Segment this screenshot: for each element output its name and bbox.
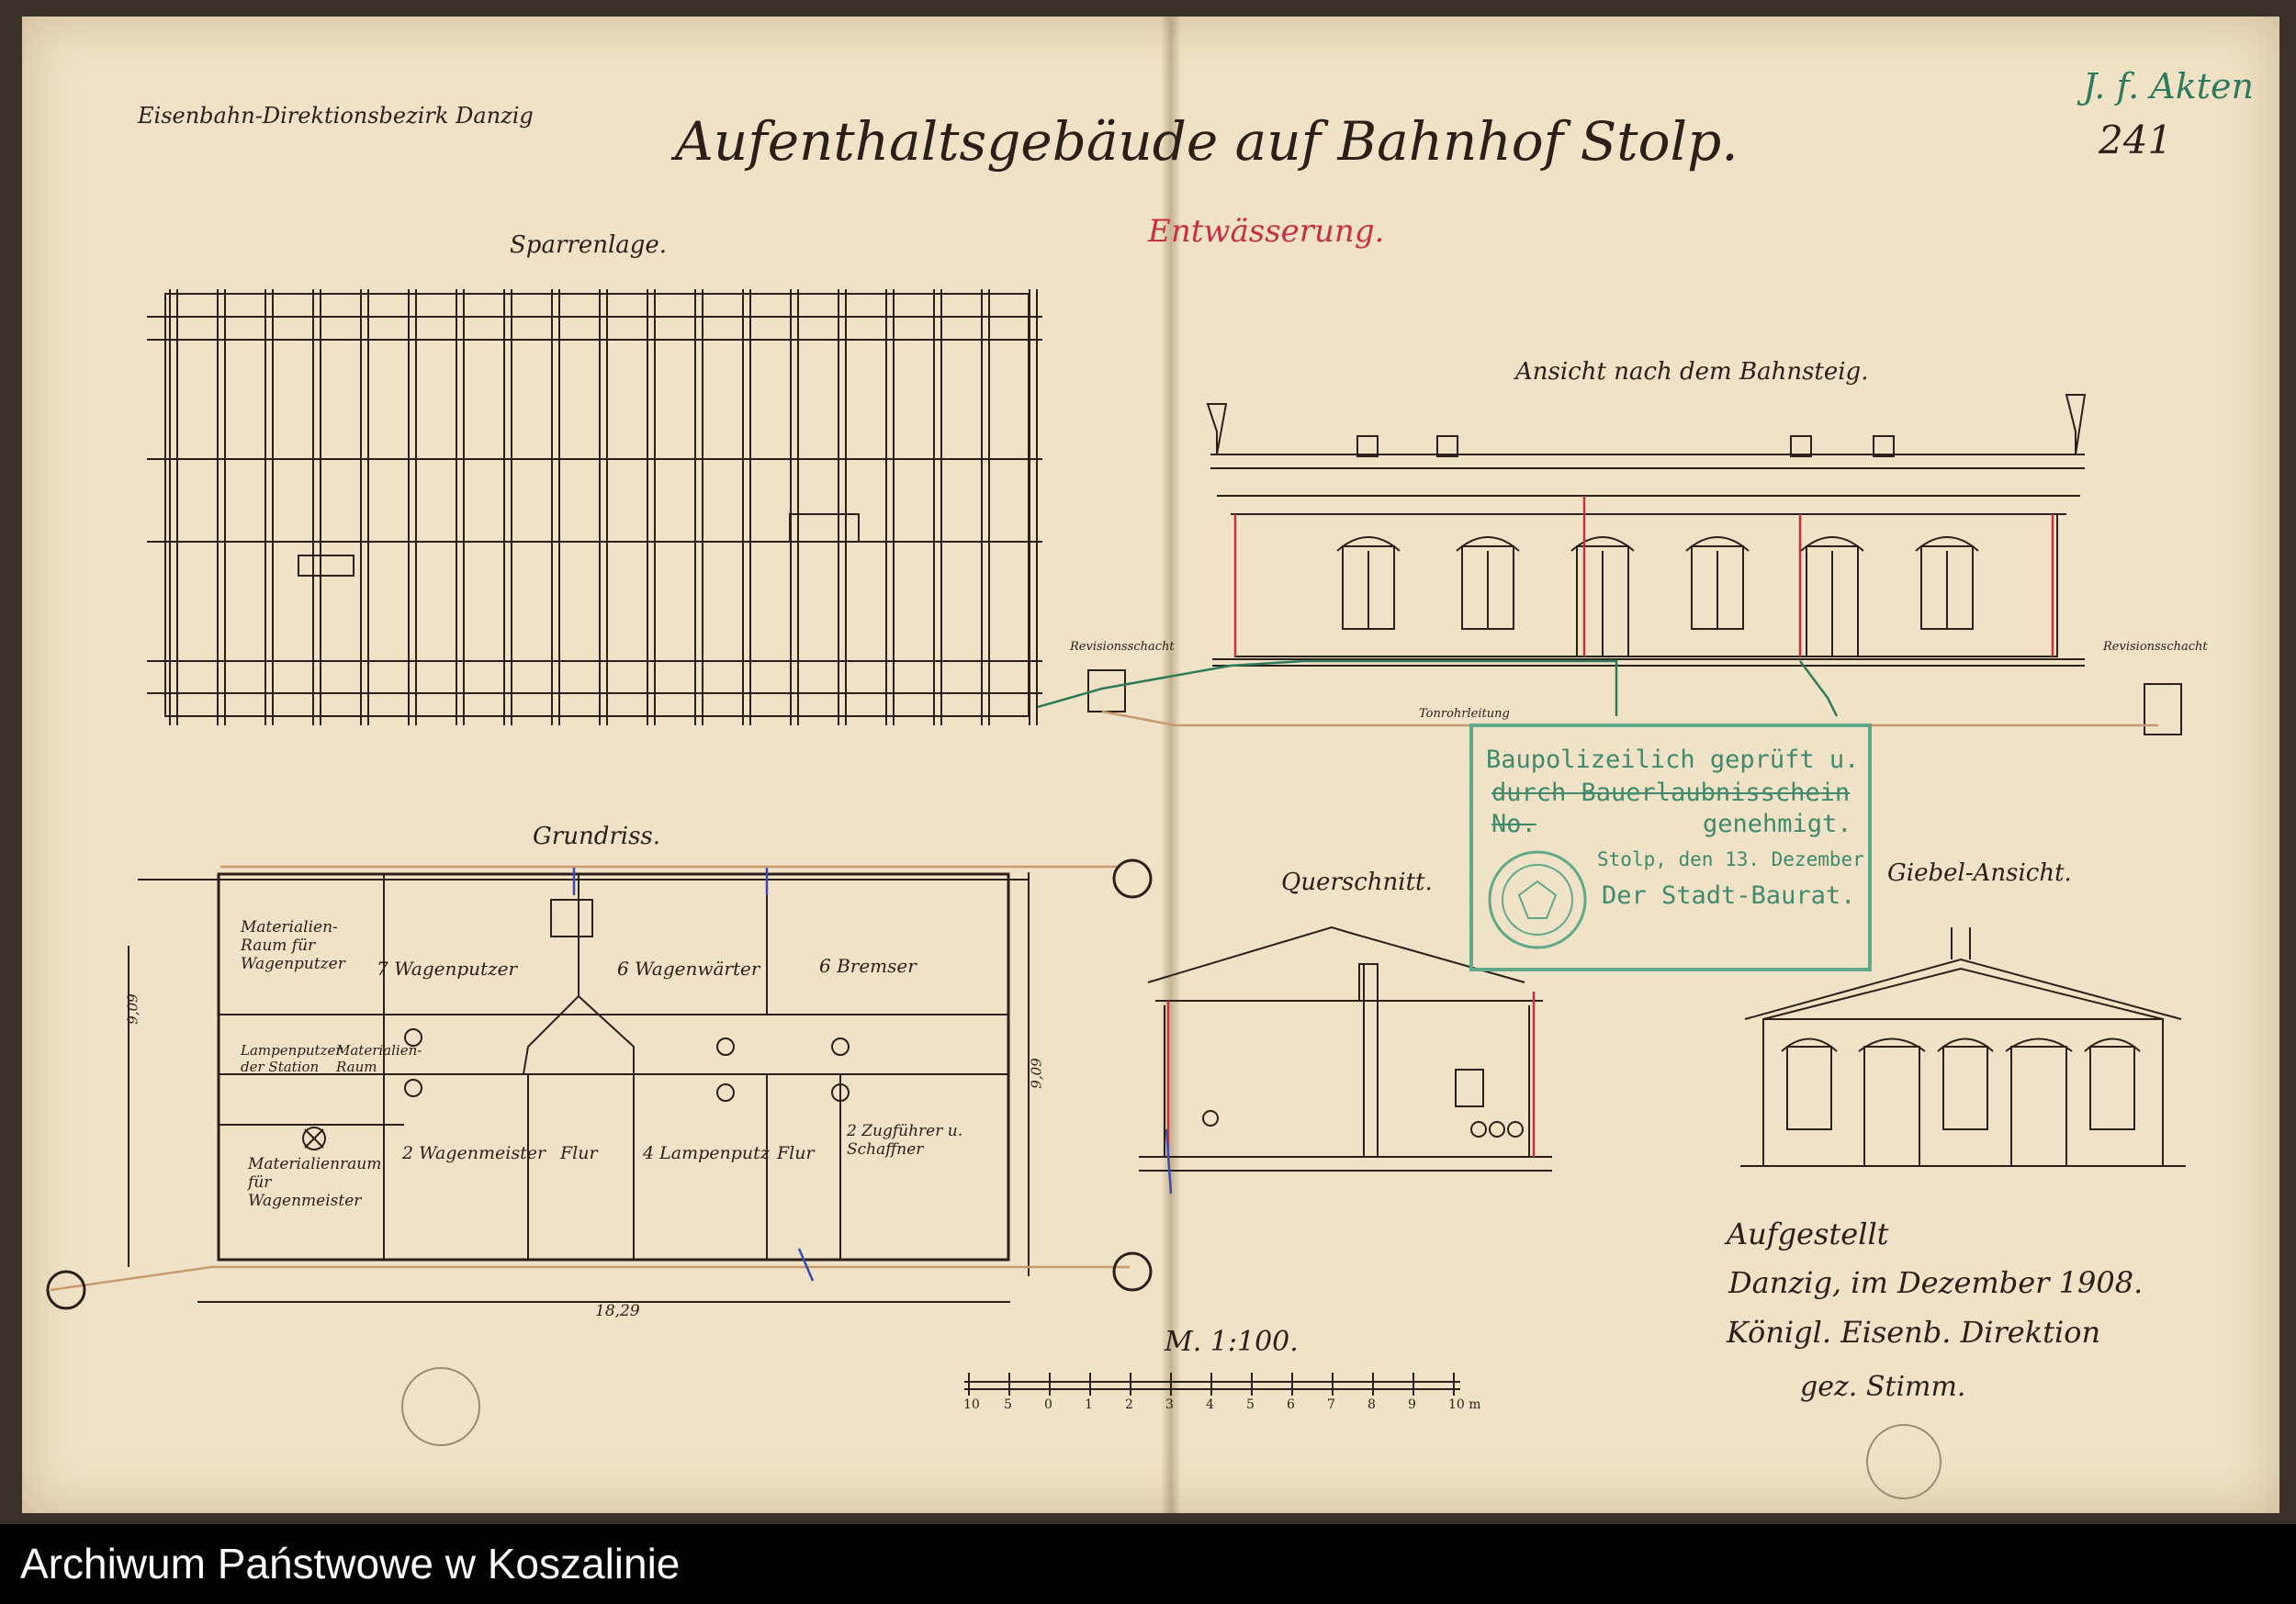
archive-name: Archiwum Państwowe w Koszalinie: [20, 1540, 681, 1587]
signature-line: Aufgestellt: [1727, 1217, 1889, 1251]
archive-note: J. f. Akten: [2083, 66, 2255, 107]
platform-elevation: [1087, 394, 2182, 735]
window-arch: [1915, 536, 1979, 552]
drawing-paper: [22, 17, 2279, 1513]
gable-door: [1863, 1046, 1920, 1167]
scale-tick-label: 10: [963, 1397, 980, 1412]
gable-window: [1942, 1046, 1988, 1130]
room-label: 4 Lampenputz: [643, 1143, 770, 1163]
revision-shaft-label: Revisionsschacht: [2103, 640, 2208, 654]
room-label: Materialienraum für Wagenmeister: [248, 1155, 382, 1210]
drainage-label: Entwässerung.: [1148, 213, 1385, 250]
gable-arch: [2084, 1038, 2141, 1052]
signature-line: Danzig, im Dezember 1908.: [1728, 1265, 2144, 1300]
gable-window: [2089, 1046, 2135, 1130]
gable-elevation: [1740, 927, 2186, 1167]
approval-stamp: Baupolizeilich geprüft u. durch Bauerlau…: [1469, 723, 1872, 971]
stamp-line: No.: [1491, 810, 1536, 838]
window-arch: [1456, 536, 1520, 552]
scale-tick-label: 1: [1085, 1397, 1093, 1412]
floor-plan: [128, 872, 1030, 1303]
window-arch: [1685, 536, 1750, 552]
scale-tick-label: 6: [1287, 1397, 1295, 1412]
scale-tick-label: 0: [1044, 1397, 1052, 1412]
scale-tick-label: 7: [1327, 1397, 1335, 1412]
scale-label: M. 1:100.: [1165, 1326, 1299, 1358]
window-arch: [1336, 536, 1401, 552]
scale-tick-label: 10 m: [1448, 1397, 1481, 1412]
gable-arch: [1858, 1038, 1926, 1052]
rafter-plan: [147, 289, 1042, 725]
cross-section: [1139, 925, 1552, 1172]
room-label: Flur: [777, 1143, 815, 1163]
scale-tick-label: 2: [1125, 1397, 1133, 1412]
gable-door: [2010, 1046, 2067, 1167]
room-label: Lampenputzer der Station: [241, 1042, 343, 1075]
room-label: 6 Bremser: [819, 955, 917, 977]
scale-tick-label: 9: [1408, 1397, 1416, 1412]
signature-line: Königl. Eisenb. Direktion: [1727, 1315, 2101, 1350]
drawing-title: Aufenthaltsgebäude auf Bahnhof Stolp.: [675, 110, 1739, 173]
window-arch: [1570, 536, 1635, 552]
window-arch: [1800, 536, 1864, 552]
cross-section-title: Querschnitt.: [1281, 869, 1433, 896]
eagle-seal: [1488, 850, 1587, 949]
room-label: Flur: [560, 1143, 598, 1163]
sheet-number: 241: [2099, 118, 2173, 163]
revision-shaft-label: Revisionsschacht: [1070, 640, 1175, 654]
stamp-line: Baupolizeilich geprüft u.: [1486, 746, 1860, 774]
scale-tick-label: 5: [1246, 1397, 1255, 1412]
total-width-dimension: 18,29: [595, 1302, 640, 1320]
depth-dimension: 9,09: [1028, 1058, 1045, 1089]
depth-dimension: 9,09: [124, 993, 141, 1025]
district-label: Eisenbahn-Direktionsbezirk Danzig: [138, 103, 534, 129]
stamp-line: durch Bauerlaubnisschein: [1491, 779, 1851, 807]
scanned-sheet: [0, 0, 2296, 1524]
scale-tick-label: 4: [1206, 1397, 1214, 1412]
floor-plan-title: Grundriss.: [533, 823, 661, 850]
room-label: 2 Wagenmeister: [402, 1143, 546, 1163]
scale-tick-label: 5: [1004, 1397, 1012, 1412]
room-label: 2 Zugführer u. Schaffner: [847, 1122, 963, 1159]
room-label: 6 Wagenwärter: [617, 958, 760, 980]
stamp-line: Der Stadt-Baurat.: [1602, 881, 1856, 910]
scale-tick-label: 3: [1165, 1397, 1174, 1412]
gable-view-title: Giebel-Ansicht.: [1887, 859, 2072, 887]
scale-bar-graphic: [964, 1373, 1460, 1396]
archive-footer: Archiwum Państwowe w Koszalinie: [0, 1524, 2296, 1604]
platform-view-title: Ansicht nach dem Bahnsteig.: [1515, 358, 1869, 386]
gable-arch: [1937, 1038, 1994, 1052]
rafter-plan-title: Sparrenlage.: [510, 231, 668, 259]
gable-arch: [1781, 1038, 1838, 1052]
pipe-label: Tonrohrleitung: [1419, 707, 1510, 721]
drawing-linework: [46, 289, 2186, 1499]
gable-arch: [2005, 1038, 2073, 1052]
scale-tick-label: 8: [1367, 1397, 1376, 1412]
stamp-line: Stolp, den 13. Dezember: [1597, 848, 1864, 870]
room-label: Materialien-Raum für Wagenputzer: [241, 918, 345, 973]
signature-line: gez. Stimm.: [1800, 1371, 1966, 1403]
stamp-line: genehmigt.: [1703, 810, 1852, 838]
room-label: Materialien-Raum: [336, 1042, 422, 1075]
gable-window: [1786, 1046, 1832, 1130]
room-label: 7 Wagenputzer: [377, 958, 517, 980]
